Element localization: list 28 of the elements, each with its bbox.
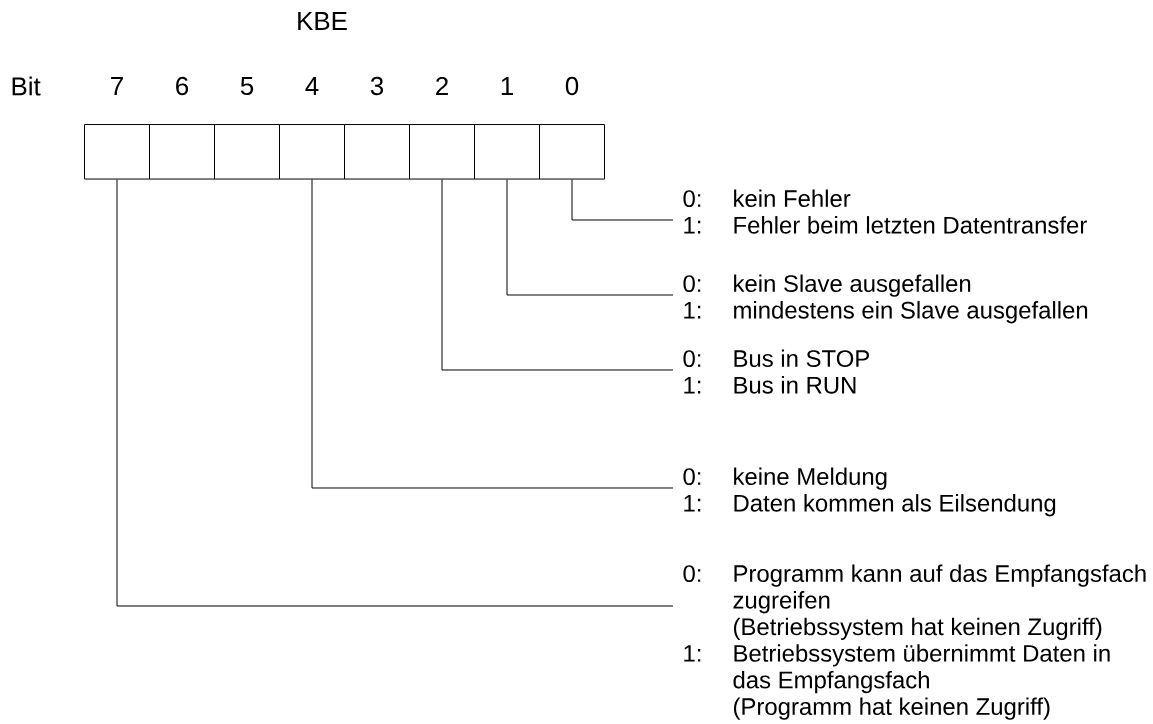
- bit-cell: [84, 124, 150, 180]
- leader-line: [441, 179, 674, 371]
- row-label: Bit: [12, 76, 41, 96]
- bit-cell: [214, 124, 280, 180]
- bit-description: 0: Bus in STOP 1: Bus in RUN: [683, 349, 869, 394]
- bit-cell: [149, 124, 215, 180]
- bit-cell: [539, 124, 605, 180]
- bit-number: 5: [240, 76, 254, 96]
- bit-description: 0: keine Meldung 1: Daten kommen als Eilsendung: [683, 467, 1056, 517]
- bit-cell: [279, 124, 345, 180]
- bit-number: 7: [111, 77, 123, 95]
- bit-number: 3: [370, 76, 384, 96]
- bit-description: 0: Programm kann auf das Empfangsfach zugreifen (Betriebssystem hat keinen Zugriff) 1: Betriebssystem übernimmt Daten in das Empfangsfach (Programm hat keinen Zugriff): [683, 564, 1146, 720]
- bit-number: 1: [501, 77, 513, 95]
- bit-number: 4: [305, 77, 319, 95]
- leader-line: [311, 179, 674, 489]
- bit-cell: [344, 124, 410, 180]
- bit-number: 2: [436, 76, 448, 96]
- leader-line: [116, 179, 674, 607]
- leader-line: [506, 179, 674, 296]
- bit-cell: [474, 124, 540, 180]
- bit-description: 0: kein Slave ausgefallen 1: mindestens ein Slave ausgefallen: [683, 274, 1088, 324]
- leader-line: [571, 179, 674, 221]
- bit-cell: [409, 124, 475, 180]
- bit-description: 0: kein Fehler 1: Fehler beim letzten Datentransfer: [683, 189, 1087, 234]
- bit-number: 6: [176, 76, 189, 96]
- title: KBE: [298, 12, 347, 30]
- bit-number: 0: [565, 76, 579, 96]
